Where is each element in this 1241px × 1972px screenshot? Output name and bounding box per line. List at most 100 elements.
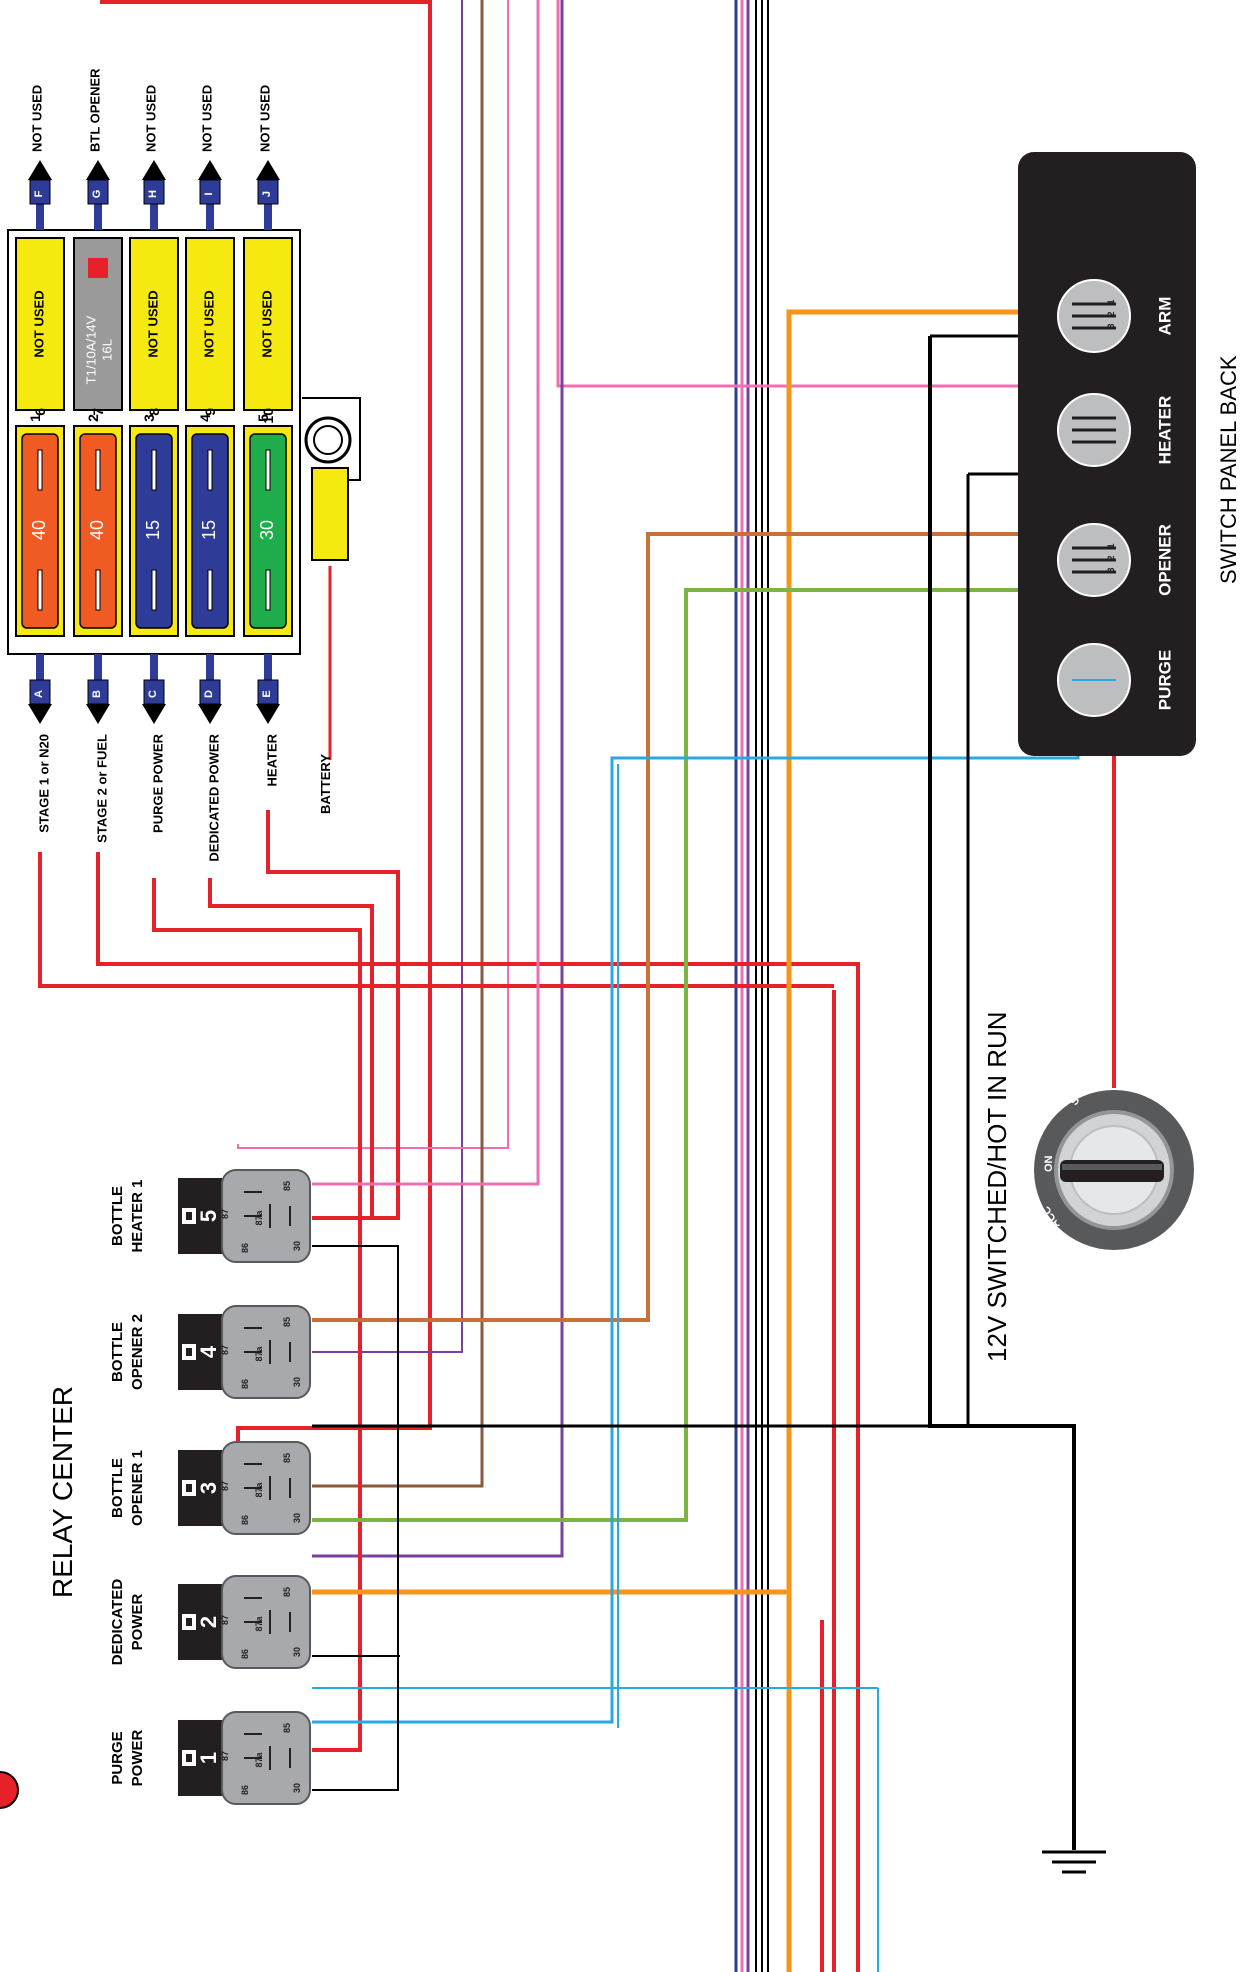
wire-routes <box>38 0 1119 1874</box>
terminal-label-E: HEATER <box>264 733 279 786</box>
relay-number-2: 2 <box>196 1616 221 1628</box>
relay-1-pin-30: 30 <box>292 1783 302 1793</box>
switch-arm-terminal-1: 1 <box>1106 299 1116 304</box>
relay-label-3-line1: BOTTLE <box>109 1458 126 1518</box>
fuse-6 <box>15 237 65 411</box>
relay-number-4: 4 <box>196 1345 221 1358</box>
fuse-pos-9-label: 9 <box>202 408 218 416</box>
relay-2-pin-85: 85 <box>282 1587 292 1597</box>
relay-4-pin-87a: 87a <box>254 1346 264 1362</box>
relay-3-pin-87a: 87a <box>254 1482 264 1498</box>
relay-1-pin-86: 86 <box>240 1785 250 1795</box>
switch-panel-title: SWITCH PANEL BACK <box>1216 355 1241 584</box>
relay-1-pin-85: 85 <box>282 1723 292 1733</box>
fuse-rating-1: 40 <box>29 520 49 540</box>
terminal-label-J: NOT USED <box>257 85 272 152</box>
switch-arm-terminal-2: 2 <box>1106 311 1116 316</box>
fuse-rating-4: 15 <box>199 520 219 540</box>
relay-label-1-line2: POWER <box>129 1730 146 1787</box>
svg-text:B: B <box>91 690 103 698</box>
fuse-pos-2: 2 <box>85 414 101 422</box>
fuse-pos-10-label: 10 <box>260 408 276 424</box>
terminal-G: G <box>86 160 110 205</box>
svg-text:J: J <box>261 191 273 197</box>
relay-4-pin-86: 86 <box>240 1379 250 1389</box>
relay-label-3-line2: OPENER 1 <box>129 1450 146 1526</box>
terminal-label-G: BTL OPENER <box>87 68 102 152</box>
svg-text:A: A <box>33 690 45 698</box>
relay-1-pin-87a: 87a <box>254 1752 264 1768</box>
relay-1-pin-87: 87 <box>220 1751 230 1761</box>
relay-2-pin-87a: 87a <box>254 1616 264 1632</box>
relay-center-title: RELAY CENTER <box>47 1386 78 1598</box>
terminal-label-B: STAGE 2 or FUEL <box>94 734 109 843</box>
relay-label-5-line2: HEATER 1 <box>129 1179 146 1252</box>
fuse-4 <box>191 433 229 629</box>
fuse-terminals-bottom: A B C D E <box>28 654 280 724</box>
fuse-pos-1: 1 <box>27 414 43 422</box>
switch-opener-terminal-2: 2 <box>1106 555 1116 560</box>
switch-opener-terminal-3: 3 <box>1106 567 1116 572</box>
switch-label-purge: PURGE <box>1155 650 1174 710</box>
terminal-H: H <box>142 160 166 205</box>
fuse-rating-5: 30 <box>257 520 277 540</box>
svg-text:C: C <box>147 690 159 698</box>
relay-3-pin-85: 85 <box>282 1453 292 1463</box>
svg-text:D: D <box>203 690 215 698</box>
relay-number-1: 1 <box>196 1752 221 1764</box>
fuse-label-7-b: 16L <box>99 339 114 361</box>
fuse-label-8: NOT USED <box>145 290 160 357</box>
relay-label-1-line1: PURGE <box>109 1731 126 1784</box>
relay-label-4-line2: OPENER 2 <box>129 1314 146 1390</box>
battery-label: BATTERY <box>318 754 333 814</box>
fuse-pos-5: 5 <box>255 414 271 422</box>
svg-text:G: G <box>91 190 103 199</box>
fuse-pos-6-label: 6 <box>32 408 48 416</box>
fuse-pos-4: 4 <box>197 414 213 422</box>
switch-arm-terminal-3: 3 <box>1106 323 1116 328</box>
switch-label-opener: OPENER <box>1155 524 1174 596</box>
relay-5-pin-87: 87 <box>220 1209 230 1219</box>
terminal-label-H: NOT USED <box>143 85 158 152</box>
terminal-D: D <box>198 679 222 724</box>
terminal-F: F <box>28 160 52 205</box>
fuse-10 <box>243 237 293 411</box>
terminal-I: I <box>198 160 222 205</box>
switch-label-heater: HEATER <box>1155 396 1174 465</box>
terminal-label-F: NOT USED <box>29 85 44 152</box>
fuse-pos-8-label: 8 <box>146 408 162 416</box>
switch-label-arm: ARM <box>1155 297 1174 336</box>
fuse-1 <box>21 433 59 629</box>
fuse-label-10: NOT USED <box>259 290 274 357</box>
switch-arm: 1 2 3 ARM <box>1057 279 1174 353</box>
fuse-7 <box>73 237 123 411</box>
red-marker-icon <box>0 1771 19 1809</box>
svg-text:F: F <box>33 190 45 197</box>
fuse-8 <box>129 237 179 411</box>
relay-number-3: 3 <box>196 1482 221 1494</box>
terminal-E: E <box>256 679 280 724</box>
switch-opener-terminal-1: 1 <box>1106 543 1116 548</box>
relay-2-pin-87: 87 <box>220 1615 230 1625</box>
relay-2-pin-86: 86 <box>240 1649 250 1659</box>
relay-label-2-line1: DEDICATED <box>109 1579 126 1666</box>
relay-3-pin-86: 86 <box>240 1515 250 1525</box>
relay-4-pin-87: 87 <box>220 1345 230 1355</box>
ground-symbol-icon <box>1042 1850 1106 1874</box>
relay-4-pin-30: 30 <box>292 1377 302 1387</box>
fuse-9 <box>185 237 235 411</box>
terminal-label-D: DEDICATED POWER <box>206 733 221 861</box>
relay-3-pin-87: 87 <box>220 1481 230 1491</box>
fuse-pos-7-label: 7 <box>90 408 106 416</box>
battery-post <box>302 397 361 561</box>
